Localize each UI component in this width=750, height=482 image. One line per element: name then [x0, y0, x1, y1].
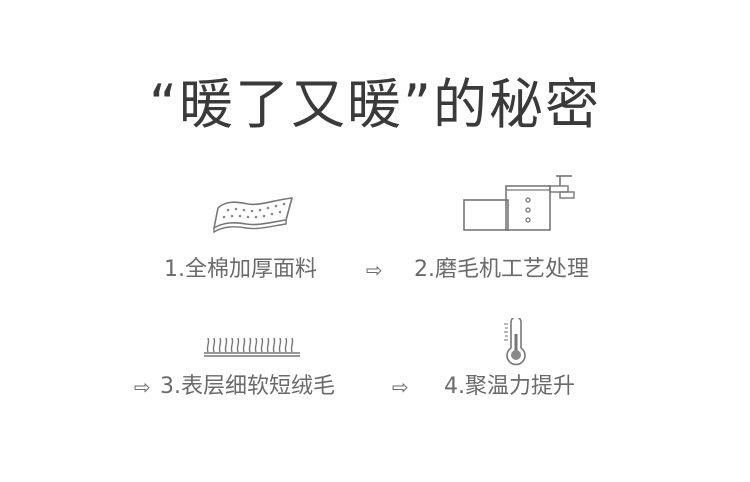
brushing-machine-icon [460, 168, 580, 234]
step-3-label: 3.表层细软短绒毛 [160, 374, 335, 399]
arrow-right-icon: ⇨ [392, 375, 409, 399]
fabric-pad-icon [212, 192, 296, 234]
page-title: “暖了又暖”的秘密 [149, 73, 601, 136]
arrow-right-icon: ⇨ [134, 375, 151, 399]
step-4-label: 4.聚温力提升 [444, 374, 575, 399]
arrow-right-icon: ⇨ [366, 258, 383, 282]
step-1-label: 1.全棉加厚面料 [164, 257, 317, 282]
step-2-label: 2.磨毛机工艺处理 [414, 257, 589, 282]
short-fleece-icon [204, 334, 300, 358]
thermometer-icon [498, 318, 532, 366]
